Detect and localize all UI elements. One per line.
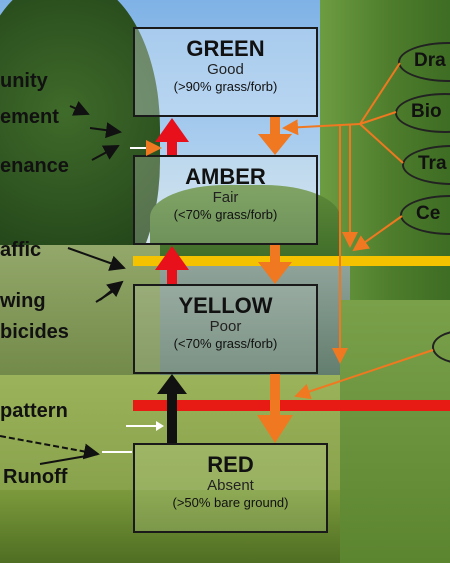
label-maintenance: enance <box>0 155 69 177</box>
down-arrow-amber-to-yellow <box>258 245 292 284</box>
down-arrow-yellow-to-red <box>257 374 293 443</box>
amber-title: AMBER <box>185 164 266 189</box>
red-subtitle: Absent <box>207 477 254 494</box>
pressure-links <box>0 101 126 465</box>
green-range: (>90% grass/forb) <box>173 79 278 94</box>
label-runoff: Runoff <box>3 466 68 488</box>
white-connectors <box>102 140 164 453</box>
yellow-range: (<70% grass/forb) <box>173 336 278 351</box>
up-arrow-yellow-to-amber <box>155 246 189 284</box>
up-arrow-amber-to-green <box>155 118 189 155</box>
yellow-subtitle: Poor <box>209 318 242 335</box>
label-herbicides: bicides <box>0 321 69 343</box>
red-range: (>50% bare ground) <box>172 495 289 510</box>
label-community: unity <box>0 70 48 92</box>
yellow-title: YELLOW <box>178 293 273 318</box>
amber-box: AMBER Fair (<70% grass/forb) <box>133 155 318 245</box>
down-arrow-green-to-amber <box>258 117 292 155</box>
distant-trees <box>150 185 340 265</box>
driver-links <box>282 62 434 400</box>
label-traffic: affic <box>0 239 42 261</box>
label-pattern: pattern <box>0 400 68 422</box>
up-arrow-red-to-yellow <box>157 374 187 443</box>
right-bank <box>340 300 450 563</box>
label-mowing: wing <box>0 290 46 312</box>
red-title: RED <box>207 452 254 477</box>
amber-threshold-band <box>133 256 450 266</box>
amber-range: (<70% grass/forb) <box>173 207 278 222</box>
green-box: GREEN Good (>90% grass/forb) <box>133 27 318 117</box>
green-subtitle: Good <box>207 61 244 78</box>
label-management: ement <box>0 106 59 128</box>
red-box: RED Absent (>50% bare ground) <box>133 443 328 533</box>
green-title: GREEN <box>186 36 265 61</box>
red-threshold-band <box>133 400 450 411</box>
amber-subtitle: Fair <box>212 189 239 206</box>
yellow-box: YELLOW Poor (<70% grass/forb) <box>133 284 318 374</box>
